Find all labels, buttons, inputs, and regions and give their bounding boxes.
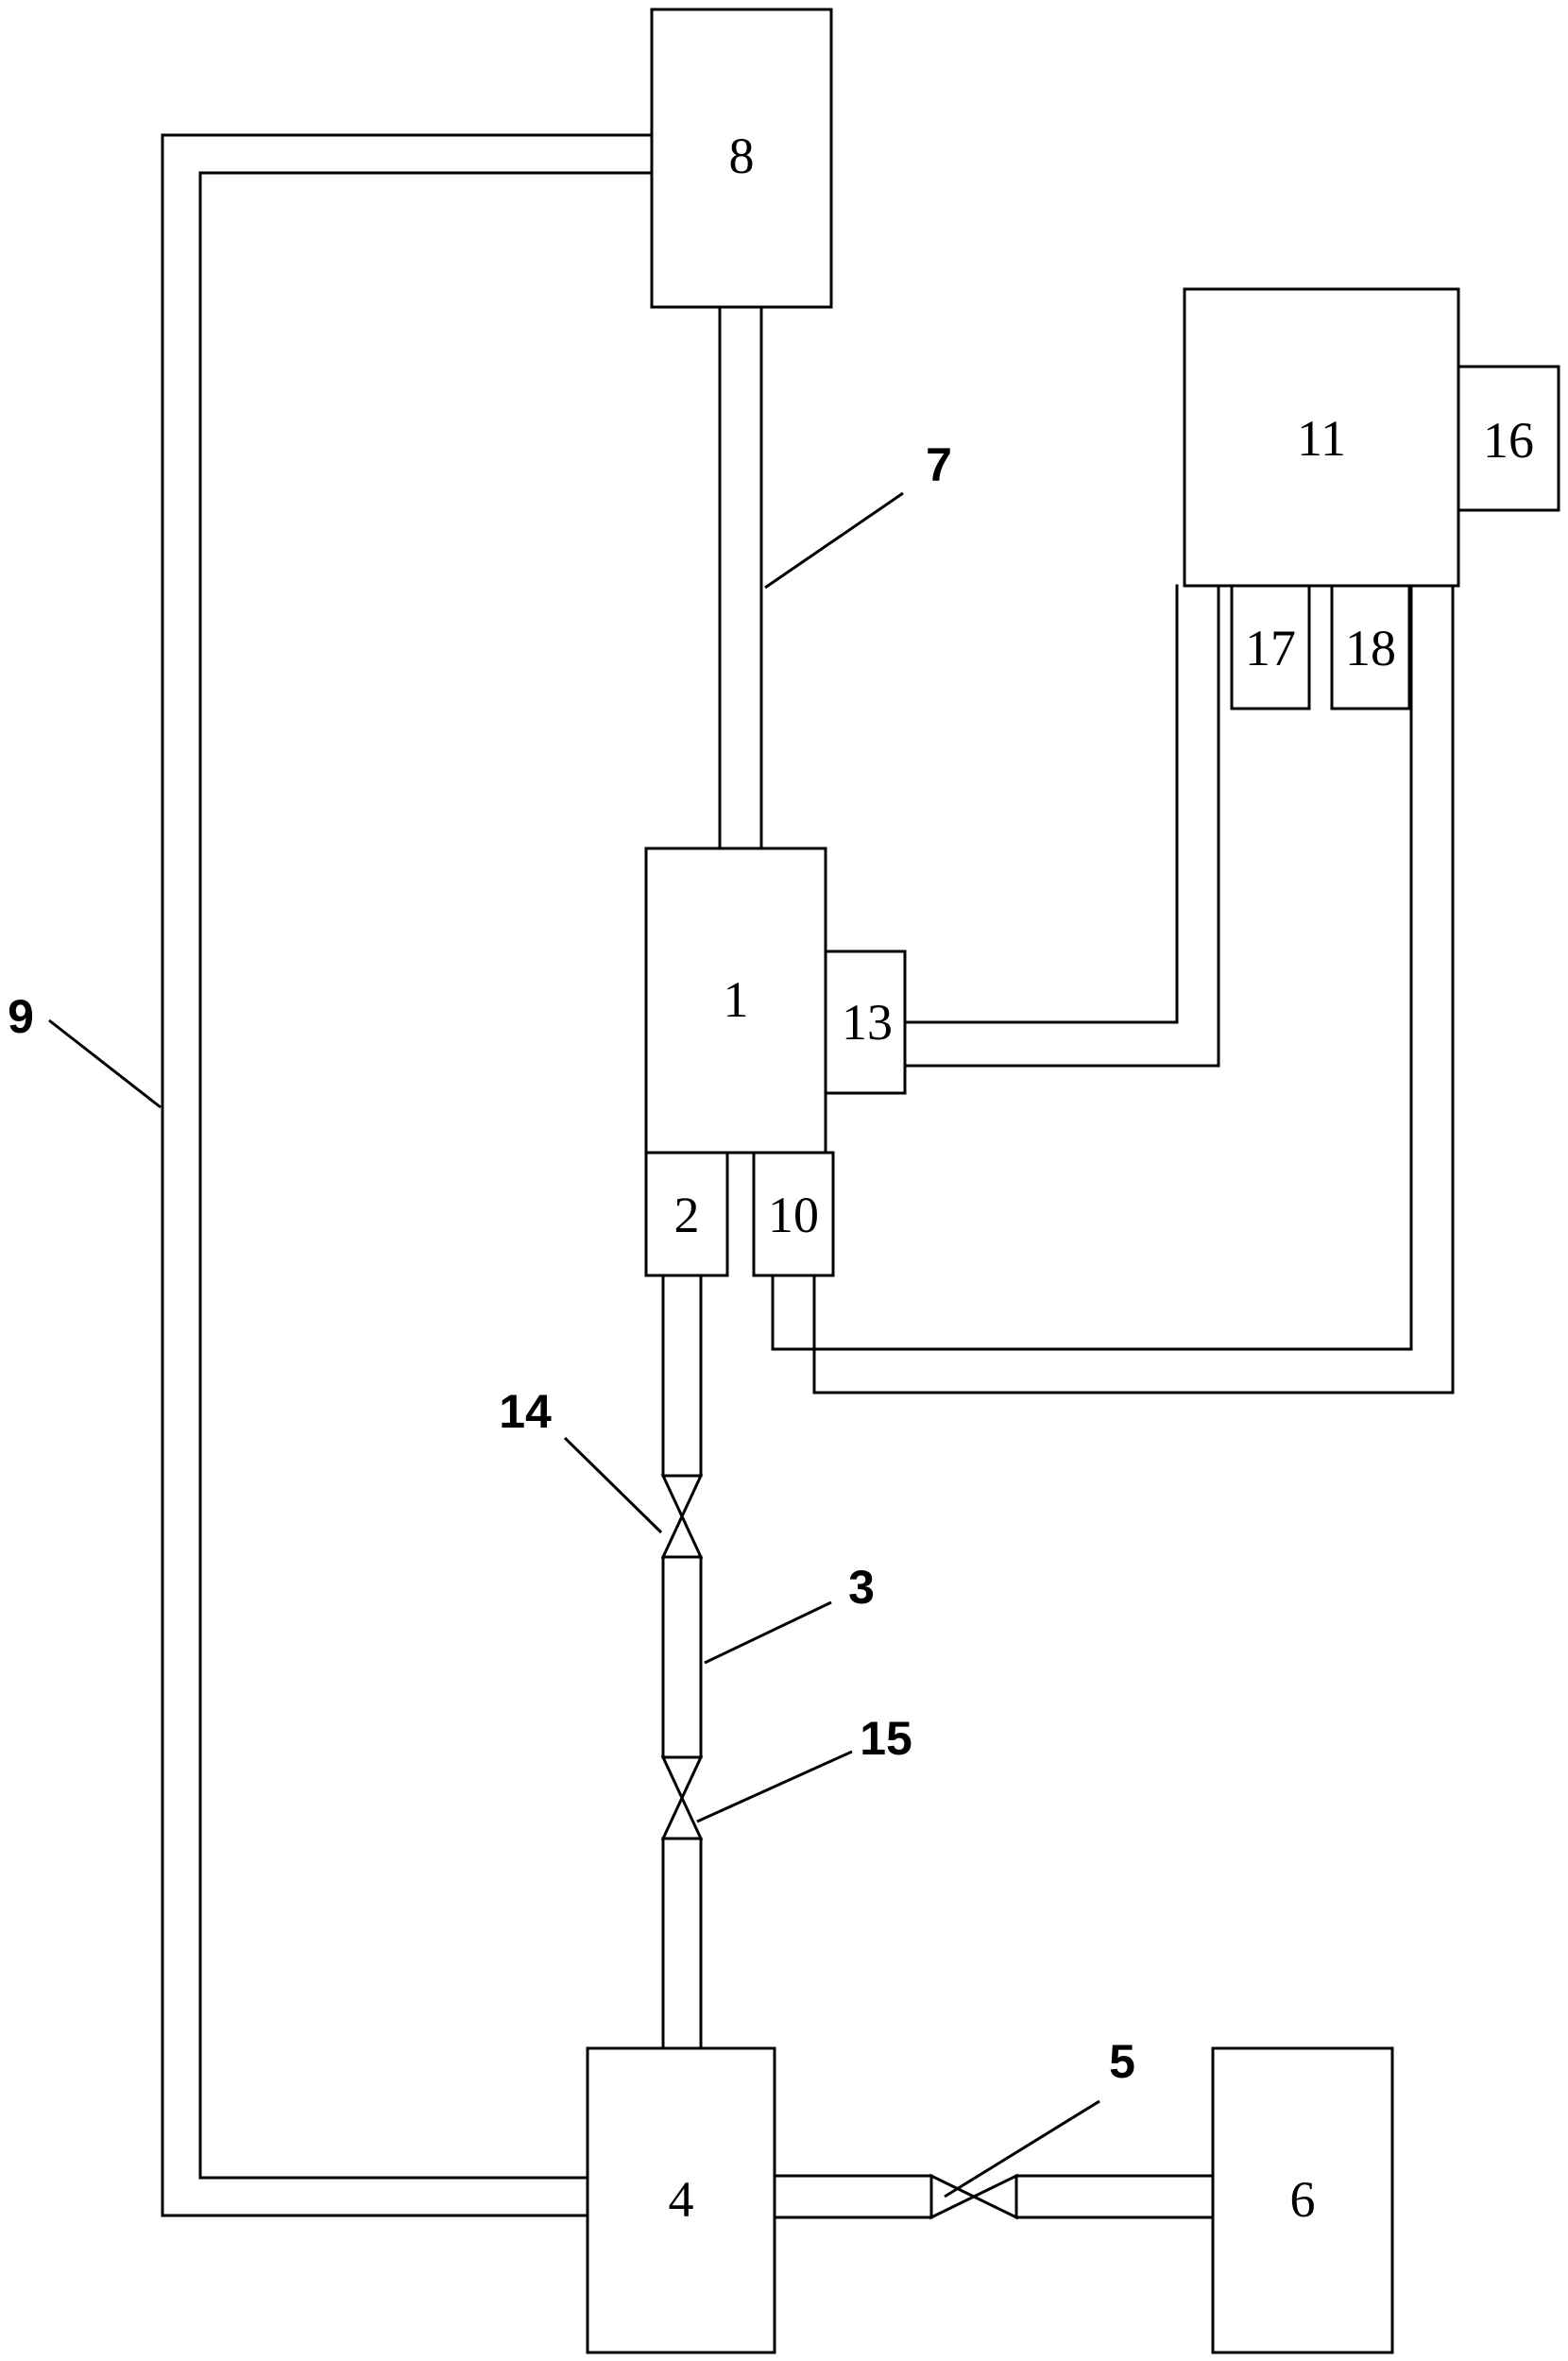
callout-3-label: 3: [848, 1561, 875, 1614]
callout-5-label: 5: [1109, 2035, 1135, 2088]
component-18-label: 18: [1345, 620, 1396, 676]
component-17-label: 17: [1245, 620, 1296, 676]
component-13-label: 13: [842, 994, 893, 1051]
callout-7: 7: [764, 438, 952, 590]
component-11-label: 11: [1297, 410, 1346, 467]
callout-14: 14: [499, 1385, 663, 1534]
valve-14: [660, 1474, 704, 1559]
callout-15: 15: [696, 1712, 912, 1823]
component-16: 16: [1457, 365, 1560, 512]
component-10: 10: [752, 1151, 835, 1277]
line-10-to-11: [771, 584, 1455, 1394]
pipe-9: [161, 133, 654, 2217]
callout-15-label: 15: [860, 1712, 912, 1765]
pipe-3: [661, 1274, 703, 2050]
callout-9: 9: [8, 990, 162, 1109]
component-4-label: 4: [669, 2171, 694, 2228]
component-6: 6: [1211, 2046, 1394, 2354]
component-2: 2: [644, 1151, 729, 1277]
component-4: 4: [586, 2046, 776, 2354]
component-10-label: 10: [768, 1187, 819, 1243]
callout-7-label: 7: [926, 438, 952, 491]
valve-5: [929, 2173, 1018, 2220]
line-13-to-11: [903, 584, 1220, 1068]
callout-9-label: 9: [8, 990, 34, 1043]
component-16-label: 16: [1483, 412, 1534, 469]
component-1-label: 1: [724, 971, 749, 1028]
component-8: 8: [650, 8, 833, 309]
component-13: 13: [824, 950, 907, 1095]
valve-15: [660, 1755, 704, 1840]
callout-14-label: 14: [499, 1385, 552, 1438]
component-2-label: 2: [674, 1187, 700, 1243]
callout-3: 3: [704, 1561, 875, 1665]
component-18: 18: [1330, 584, 1411, 710]
component-1: 1: [644, 847, 827, 1155]
component-17: 17: [1230, 584, 1311, 710]
component-11: 11: [1183, 287, 1460, 588]
pipe-4-to-6: [773, 2174, 1215, 2219]
component-8-label: 8: [729, 128, 755, 184]
component-6-label: 6: [1290, 2171, 1316, 2228]
callout-5: 5: [944, 2035, 1135, 2198]
pipe-7: [718, 305, 763, 850]
